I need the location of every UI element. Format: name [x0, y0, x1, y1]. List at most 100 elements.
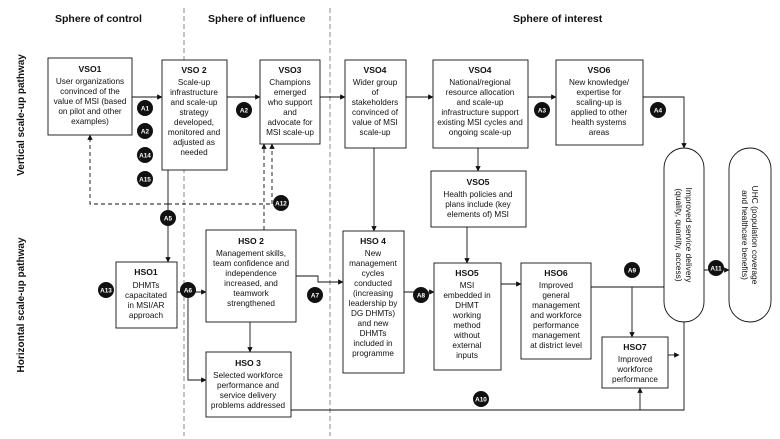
- hso7-title: HSO7: [623, 342, 647, 352]
- vso2-line-1: Scale-up: [178, 78, 211, 87]
- hso6-line-5: performance: [533, 321, 579, 330]
- vso4a-line-1: Wider group: [353, 78, 398, 87]
- vso3-title: VSO3: [279, 65, 302, 75]
- hso1-line-1: DHMTs: [133, 281, 160, 290]
- improved-service-line-1: Improved service delivery: [684, 188, 694, 284]
- svg-text:A1: A1: [141, 106, 150, 113]
- vso6-line-1: New knowledge/: [569, 78, 630, 87]
- arrow-a6-hso3: [187, 292, 207, 383]
- arrow-hso2-hso4: [296, 275, 344, 285]
- hso5-line-8: inputs: [456, 351, 478, 360]
- badge-a6: A6: [180, 282, 196, 298]
- hso4-line-1: New: [365, 249, 381, 258]
- hso4-line-5: (increasing: [353, 289, 393, 298]
- vso1-line-5: examples): [71, 117, 109, 126]
- badge-a12: A12: [273, 195, 289, 211]
- vso3-line-3: who support: [267, 98, 313, 107]
- hso5-line-7: external: [452, 341, 481, 350]
- vso6-line-5: health systems: [572, 118, 627, 127]
- improved-service-line-2: (quality, quantity, access): [674, 188, 684, 281]
- hso1-line-4: approach: [129, 311, 164, 320]
- feedback-connectors: [87, 134, 275, 230]
- hso6-line-4: and workforce: [530, 311, 582, 320]
- vso4a-line-6: scale-up: [360, 128, 391, 137]
- hso2-line-3: independence: [225, 269, 277, 278]
- hso4-line-6: leadership by: [349, 299, 399, 308]
- hso4-line-7: DG DHMTs): [351, 309, 395, 318]
- svg-text:A8: A8: [417, 293, 426, 300]
- hso5-line-1: MSI: [460, 281, 475, 290]
- hso2-line-2: team confidence and: [213, 259, 289, 268]
- vso1-line-1: User organizations: [56, 77, 124, 86]
- vertical-pathway-label: Vertical scale-up pathway: [16, 54, 27, 176]
- svg-text:A2: A2: [141, 129, 150, 136]
- hso5-line-5: method: [453, 321, 481, 330]
- vso4a-line-4: convinced of: [352, 108, 399, 117]
- vso4b-line-5: existing MSI cycles and: [437, 118, 523, 127]
- vso4a-line-2: of: [372, 88, 380, 97]
- pill-improved-service-delivery: Improved service delivery(quality, quant…: [663, 147, 705, 323]
- vso4b-line-2: resource allocation: [446, 88, 515, 97]
- hso5-line-4: working: [452, 311, 482, 320]
- vso5-line-2: plans include (key: [445, 200, 511, 209]
- svg-text:Improved service delivery(qual: Improved service delivery(quality, quant…: [674, 188, 694, 284]
- vso4b-line-6: ongoing scale-up: [449, 128, 512, 137]
- vso5-title: VSO5: [467, 177, 490, 187]
- hso1-title: HSO1: [134, 267, 158, 277]
- hso2-line-1: Management skills,: [216, 249, 286, 258]
- badges: A1 A2 A14 A15 A2 A3 A4 A5 A12 A13 A6 A7 …: [98, 100, 724, 407]
- arrow-a10-line: [291, 322, 685, 411]
- sphere-influence-heading: Sphere of influence: [208, 13, 306, 25]
- vso5-line-1: Health policies and: [443, 190, 513, 199]
- svg-text:A2: A2: [240, 108, 249, 115]
- badge-a1: A1: [137, 100, 153, 116]
- hso3-line-4: problems addressed: [211, 401, 286, 410]
- sphere-control-heading: Sphere of control: [55, 13, 142, 25]
- vso2-line-6: monitored and: [168, 128, 221, 137]
- svg-text:A10: A10: [475, 397, 487, 404]
- hso3-line-2: performance and: [217, 381, 279, 390]
- uhc-line-2: and healthcare benefits): [740, 190, 750, 280]
- vso2-title: VSO 2: [181, 65, 207, 75]
- svg-text:A4: A4: [654, 108, 663, 115]
- svg-text:A12: A12: [275, 201, 287, 208]
- vso6-line-2: expertise for: [576, 88, 621, 97]
- hso4-line-11: programme: [352, 349, 394, 358]
- vso3-line-2: emerged: [274, 88, 307, 97]
- hso3-line-3: service delivery: [220, 391, 277, 400]
- vso3-line-6: MSI scale-up: [266, 128, 314, 137]
- badge-a15: A15: [137, 171, 153, 187]
- badge-a3: A3: [534, 102, 550, 118]
- badge-a4: A4: [650, 102, 666, 118]
- vso4a-line-3: stakeholders: [352, 98, 398, 107]
- hso6-line-6: management: [532, 331, 581, 340]
- vso6-line-4: applied to other: [571, 108, 628, 117]
- arrow-vso6-improved-service: [643, 96, 687, 149]
- vso4a-title: VSO4: [364, 65, 387, 75]
- horizontal-pathway-label: Horizontal scale-up pathway: [16, 237, 27, 372]
- vso1-line-2: convinced of the: [60, 87, 120, 96]
- hso6-line-2: general: [542, 291, 569, 300]
- svg-text:A7: A7: [311, 293, 320, 300]
- vso1-title: VSO1: [79, 64, 102, 74]
- hso2-title: HSO 2: [238, 236, 264, 246]
- svg-text:A11: A11: [710, 266, 722, 273]
- uhc-line-1: UHC (population coverage: [750, 186, 760, 285]
- vso2-line-7: adjusted as: [173, 138, 215, 147]
- hso7-line-3: performance: [612, 375, 658, 384]
- hso2-line-4: increased, and: [224, 279, 278, 288]
